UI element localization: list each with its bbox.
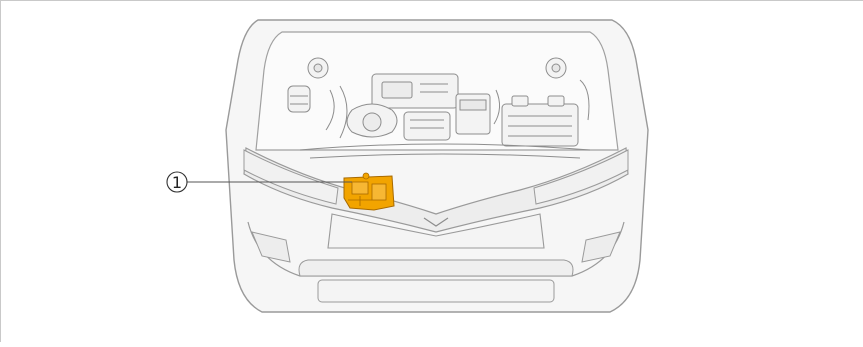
highlighted-component <box>344 173 394 210</box>
lower-grille <box>299 260 573 276</box>
callout-number: 1 <box>172 173 182 192</box>
license-plate-area <box>318 280 554 302</box>
